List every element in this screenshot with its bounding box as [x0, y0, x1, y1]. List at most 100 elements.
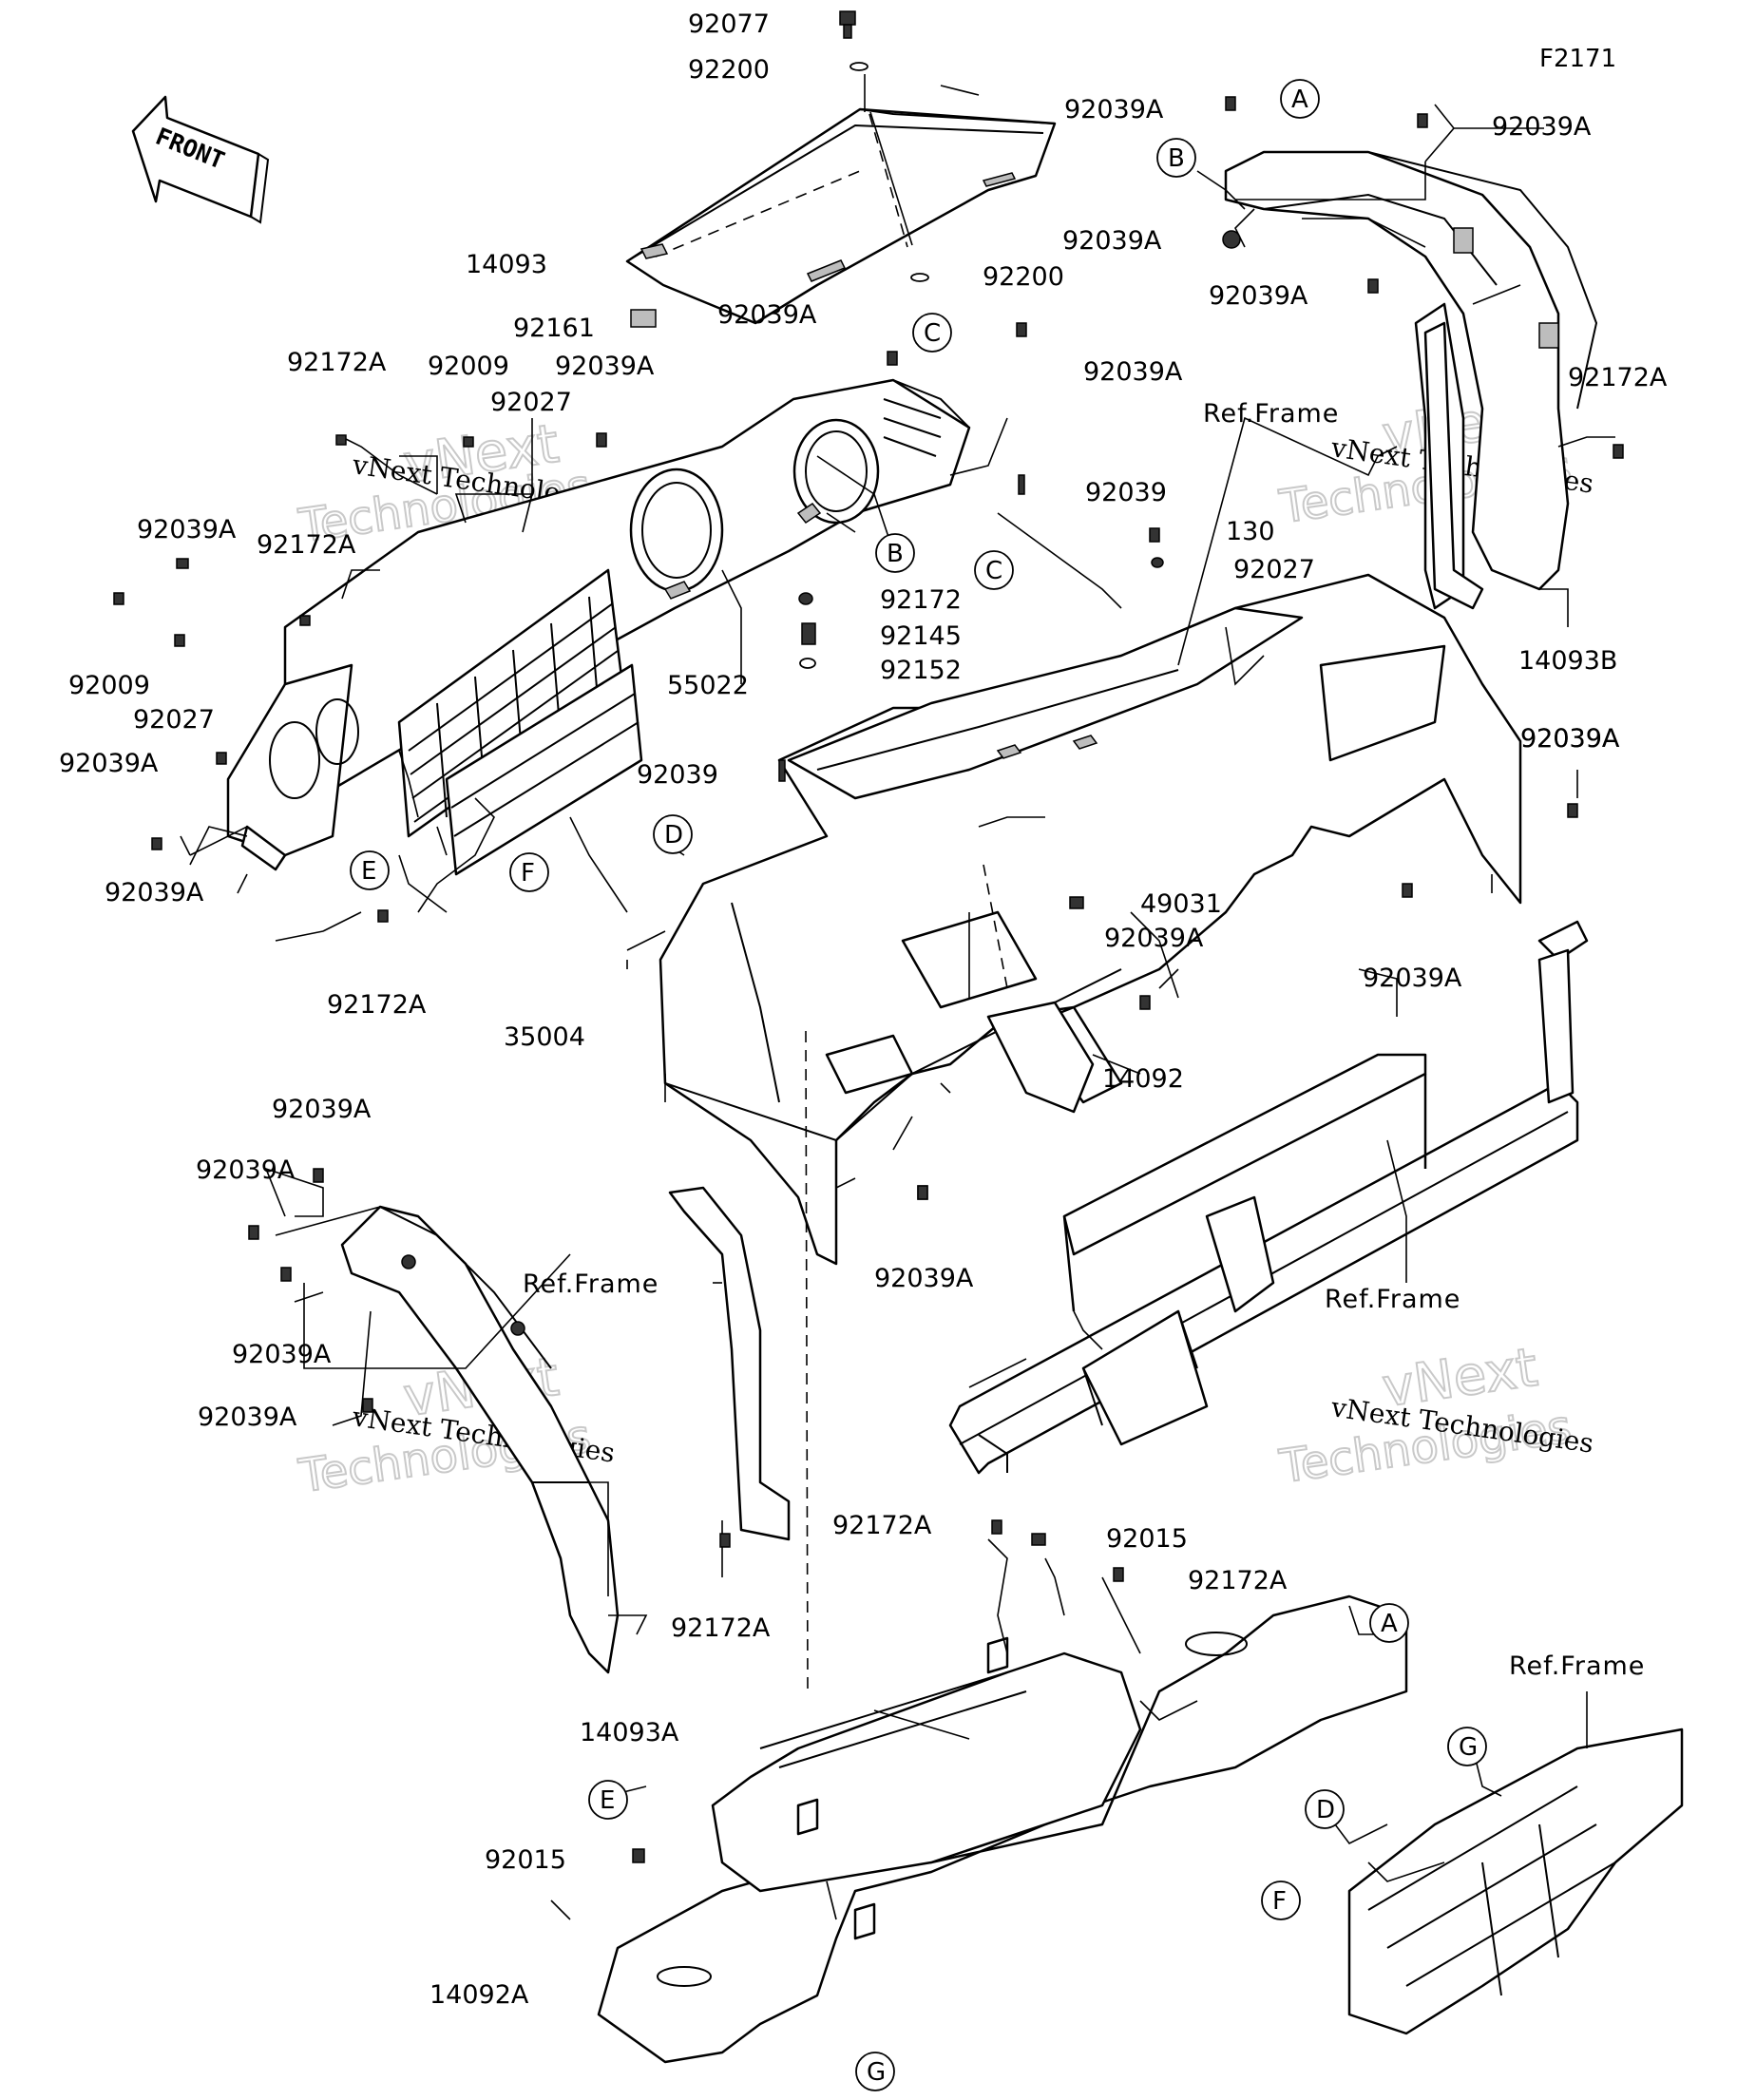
callout-label: 92172A: [671, 1613, 771, 1643]
callout-label: 92039A: [874, 1264, 974, 1293]
callout-label: 92039A: [232, 1340, 332, 1369]
marker-letter: B: [1168, 144, 1185, 173]
marker-letter: C: [985, 557, 1002, 585]
callout-label: 92015: [485, 1845, 566, 1875]
callout-label: 92039A: [196, 1155, 296, 1185]
leader: [805, 1030, 809, 1692]
marker-letter: D: [1316, 1796, 1335, 1824]
marker-letter: E: [600, 1786, 615, 1815]
callout-label: 92161: [513, 314, 595, 343]
callout-label: 92145: [880, 621, 962, 651]
callout-label: 92039A: [1520, 724, 1620, 754]
callout-label: 92039A: [1064, 95, 1164, 124]
callout-label: 92039A: [272, 1095, 372, 1124]
marker-e: E: [350, 850, 390, 890]
callout-label: 92039A: [137, 515, 237, 544]
marker-letter: G: [1459, 1733, 1478, 1762]
marker-a: A: [1280, 79, 1320, 119]
part-frame-bar: [668, 1186, 791, 1541]
marker-group: A B C B C D E F A E G G D F: [350, 79, 1487, 2091]
callout-label: 92027: [133, 705, 215, 735]
callout-label: 92039A: [1104, 924, 1204, 953]
marker-letter: F: [1272, 1887, 1287, 1916]
part-top-cover: [625, 107, 1057, 325]
callout-label: 14092: [1102, 1064, 1184, 1094]
part-frame: [1347, 1728, 1684, 2035]
part-main-dash: [659, 573, 1522, 1266]
marker-letter: D: [664, 821, 683, 850]
part-floor-panel: [597, 1594, 1408, 2064]
callout-label: 92039A: [1062, 226, 1162, 256]
leader: [864, 74, 913, 246]
marker-d: D: [653, 814, 693, 854]
marker-letter: F: [521, 859, 535, 888]
callout-label: 92039A: [1209, 281, 1308, 311]
callout-label: 35004: [504, 1022, 585, 1052]
callout-label: 55022: [667, 671, 749, 700]
callout-label: 92039: [637, 760, 718, 790]
ref-frame-label: Ref.Frame: [1325, 1285, 1460, 1314]
callout-label: 92172A: [832, 1511, 932, 1540]
marker-letter: B: [887, 540, 904, 568]
part-frame-bar: [1423, 321, 1484, 610]
callout-label: 92039: [1085, 478, 1167, 507]
ref-frame-label: Ref.Frame: [523, 1270, 659, 1299]
callout-label: 92077: [688, 10, 770, 39]
marker-c: C: [912, 313, 952, 353]
diagram-code: F2171: [1539, 45, 1616, 73]
callout-label: 92039A: [1363, 964, 1462, 993]
marker-g: G: [855, 2052, 895, 2091]
callout-label: 92039A: [1520, 724, 1620, 754]
callout-label: 92039A: [1492, 112, 1592, 142]
marker-letter: G: [867, 2058, 886, 2087]
callout-group: 92077 92200 14093 92200 92161 92039A 920…: [59, 10, 1668, 2010]
callout-label: 14092A: [429, 1980, 529, 2010]
callout-label: 92172A: [1568, 363, 1668, 392]
leader: [868, 113, 908, 248]
callout-label: 92039A: [105, 878, 204, 907]
callout-label: 14093B: [1518, 646, 1617, 676]
marker-letter: A: [1291, 86, 1308, 114]
leader: [180, 85, 1615, 1920]
callout-label: 92039A: [555, 352, 655, 381]
marker-b: B: [1156, 138, 1196, 178]
callout-label: 92015: [1106, 1524, 1188, 1554]
ref-frame-label: Ref.Frame: [1203, 399, 1339, 429]
clip-icon: [113, 96, 1624, 1863]
marker-a: A: [1369, 1603, 1409, 1643]
part-right-fender: [1224, 150, 1598, 610]
callout-label: 92152: [880, 656, 962, 685]
ref-frame-labels: Ref.Frame Ref.Frame Ref.Frame Ref.Frame: [523, 399, 1645, 1681]
callout-label: 92039A: [198, 1403, 297, 1432]
part-mat: [986, 1001, 1095, 1114]
callout-label: 92009: [428, 352, 509, 381]
callout-label: 92172: [880, 585, 962, 615]
marker-f: F: [509, 852, 549, 892]
front-arrow-icon: FRONT: [131, 95, 270, 224]
bolt-icon: [630, 10, 929, 328]
leader: [983, 864, 1008, 989]
callout-label: 92009: [68, 671, 150, 700]
marker-letter: E: [361, 857, 376, 886]
callout-label: 92027: [490, 388, 572, 417]
marker-f: F: [1261, 1880, 1301, 1920]
ref-frame-label: Ref.Frame: [1509, 1651, 1645, 1681]
marker-e: E: [588, 1780, 628, 1820]
callout-label: 92200: [688, 55, 770, 85]
callout-label: 92039A: [59, 749, 159, 778]
marker-g: G: [1447, 1727, 1487, 1766]
marker-letter: C: [924, 319, 941, 348]
callout-label: 92172A: [1188, 1566, 1288, 1595]
marker-d: D: [1305, 1789, 1345, 1829]
callout-label: 14093A: [580, 1718, 679, 1747]
callout-label: 92172A: [257, 530, 356, 560]
callout-label: 92172A: [327, 990, 427, 1020]
callout-label: 14093: [466, 250, 547, 279]
callout-label: 92039A: [717, 300, 817, 330]
callout-label: 130: [1226, 517, 1275, 546]
callout-label: 49031: [1140, 889, 1222, 919]
callout-label: 92039A: [1083, 357, 1183, 387]
part-grille: [226, 568, 643, 876]
